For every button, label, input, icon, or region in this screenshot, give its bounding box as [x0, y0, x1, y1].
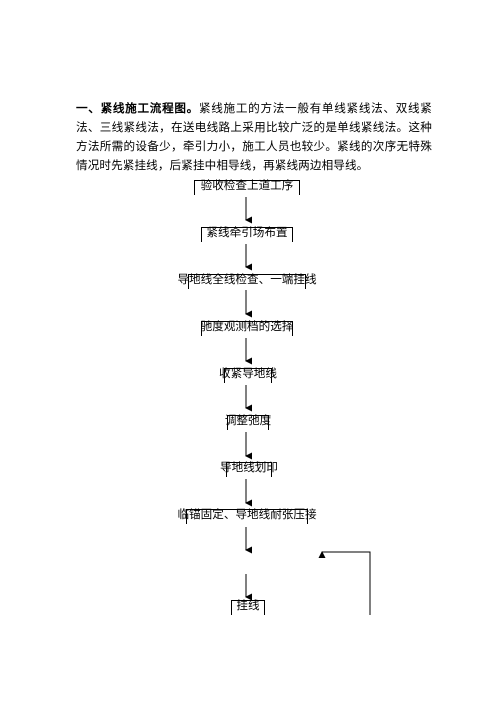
section-heading: 一、紧线施工流程图。 — [76, 101, 199, 115]
feedback-loop-line — [318, 551, 371, 615]
flow-step-5: 收紧导地线 — [219, 366, 277, 383]
intro-text: 紧线施工的方法一般有单线紧线法、双线紧法、三线紧线法，在送电线路上采用比较广泛的… — [76, 101, 432, 172]
flow-step-1: 验收检查上道工序 — [194, 178, 300, 195]
flow-step-7: 导地线划印 — [220, 460, 278, 477]
flow-step-3: 导地线全线检查、一端挂线 — [177, 272, 317, 289]
flow-step-9: 挂线 — [231, 598, 265, 615]
flow-step-4: 驰度观测档的选择 — [201, 319, 293, 336]
flow-step-8: 临锚固定、导地线耐张压接 — [177, 507, 317, 524]
flow-step-6: 调整弛度 — [225, 413, 271, 430]
flow-step-2: 紧线牵引场布置 — [201, 225, 293, 242]
intro-paragraph: 一、紧线施工流程图。紧线施工的方法一般有单线紧线法、双线紧法、三线紧线法，在送电… — [76, 99, 432, 175]
